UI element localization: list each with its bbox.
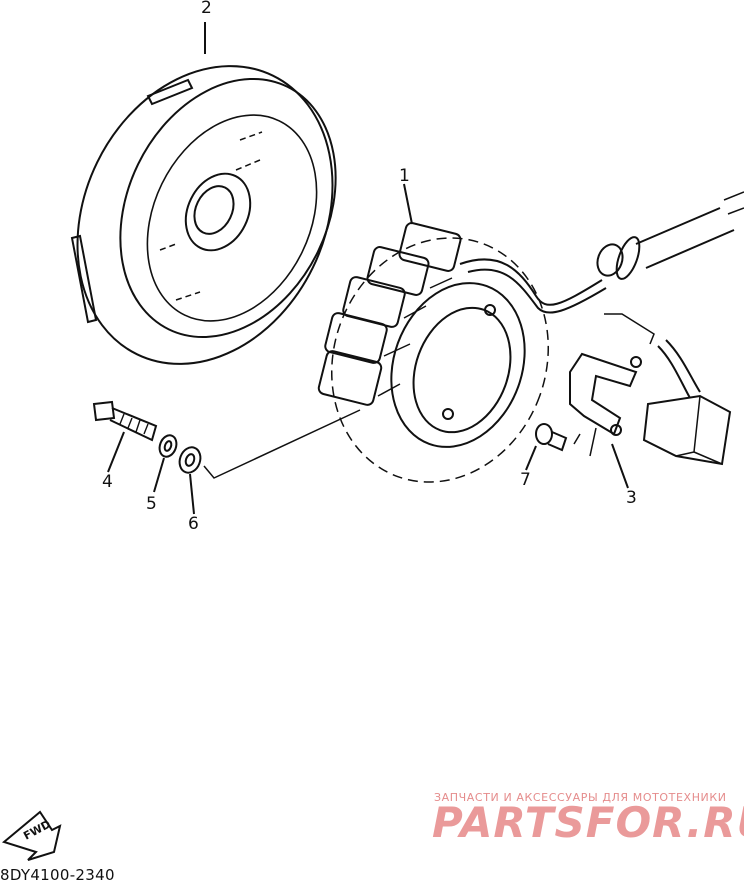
watermark-logo: PARTSFOR.RU	[432, 798, 744, 847]
leader-line-1	[403, 183, 413, 225]
flywheel-rotor	[70, 65, 337, 365]
callout-1: 1	[399, 166, 410, 186]
leader-line-6	[189, 473, 195, 515]
callout-2: 2	[201, 0, 212, 18]
bracket	[569, 313, 655, 436]
leader-line-4	[107, 431, 125, 473]
callout-3: 3	[626, 488, 637, 508]
callout-5: 5	[146, 494, 157, 514]
fwd-label: FWD	[21, 818, 53, 843]
diagram-part-code: 8DY4100-2340	[0, 866, 115, 884]
small-bolt	[535, 423, 568, 452]
washer	[158, 434, 178, 458]
callout-6: 6	[188, 514, 199, 534]
assembly-line-bracket	[573, 427, 597, 457]
stator-bolt	[92, 400, 158, 442]
leader-line-3	[611, 443, 629, 489]
callout-4: 4	[102, 472, 113, 492]
plate-washer	[178, 446, 202, 474]
callout-7: 7	[520, 470, 531, 490]
fwd-arrow-icon	[1, 810, 62, 861]
pickup-coil	[642, 339, 732, 466]
cable-grommet	[596, 191, 744, 280]
stator-assembly	[317, 222, 607, 483]
leader-line-7	[525, 445, 537, 471]
assembly-line	[203, 409, 361, 479]
watermark-tagline: ЗАПЧАСТИ И АКСЕССУАРЫ ДЛЯ МОТОТЕХНИКИ	[434, 791, 727, 804]
leader-line-5	[153, 457, 165, 493]
